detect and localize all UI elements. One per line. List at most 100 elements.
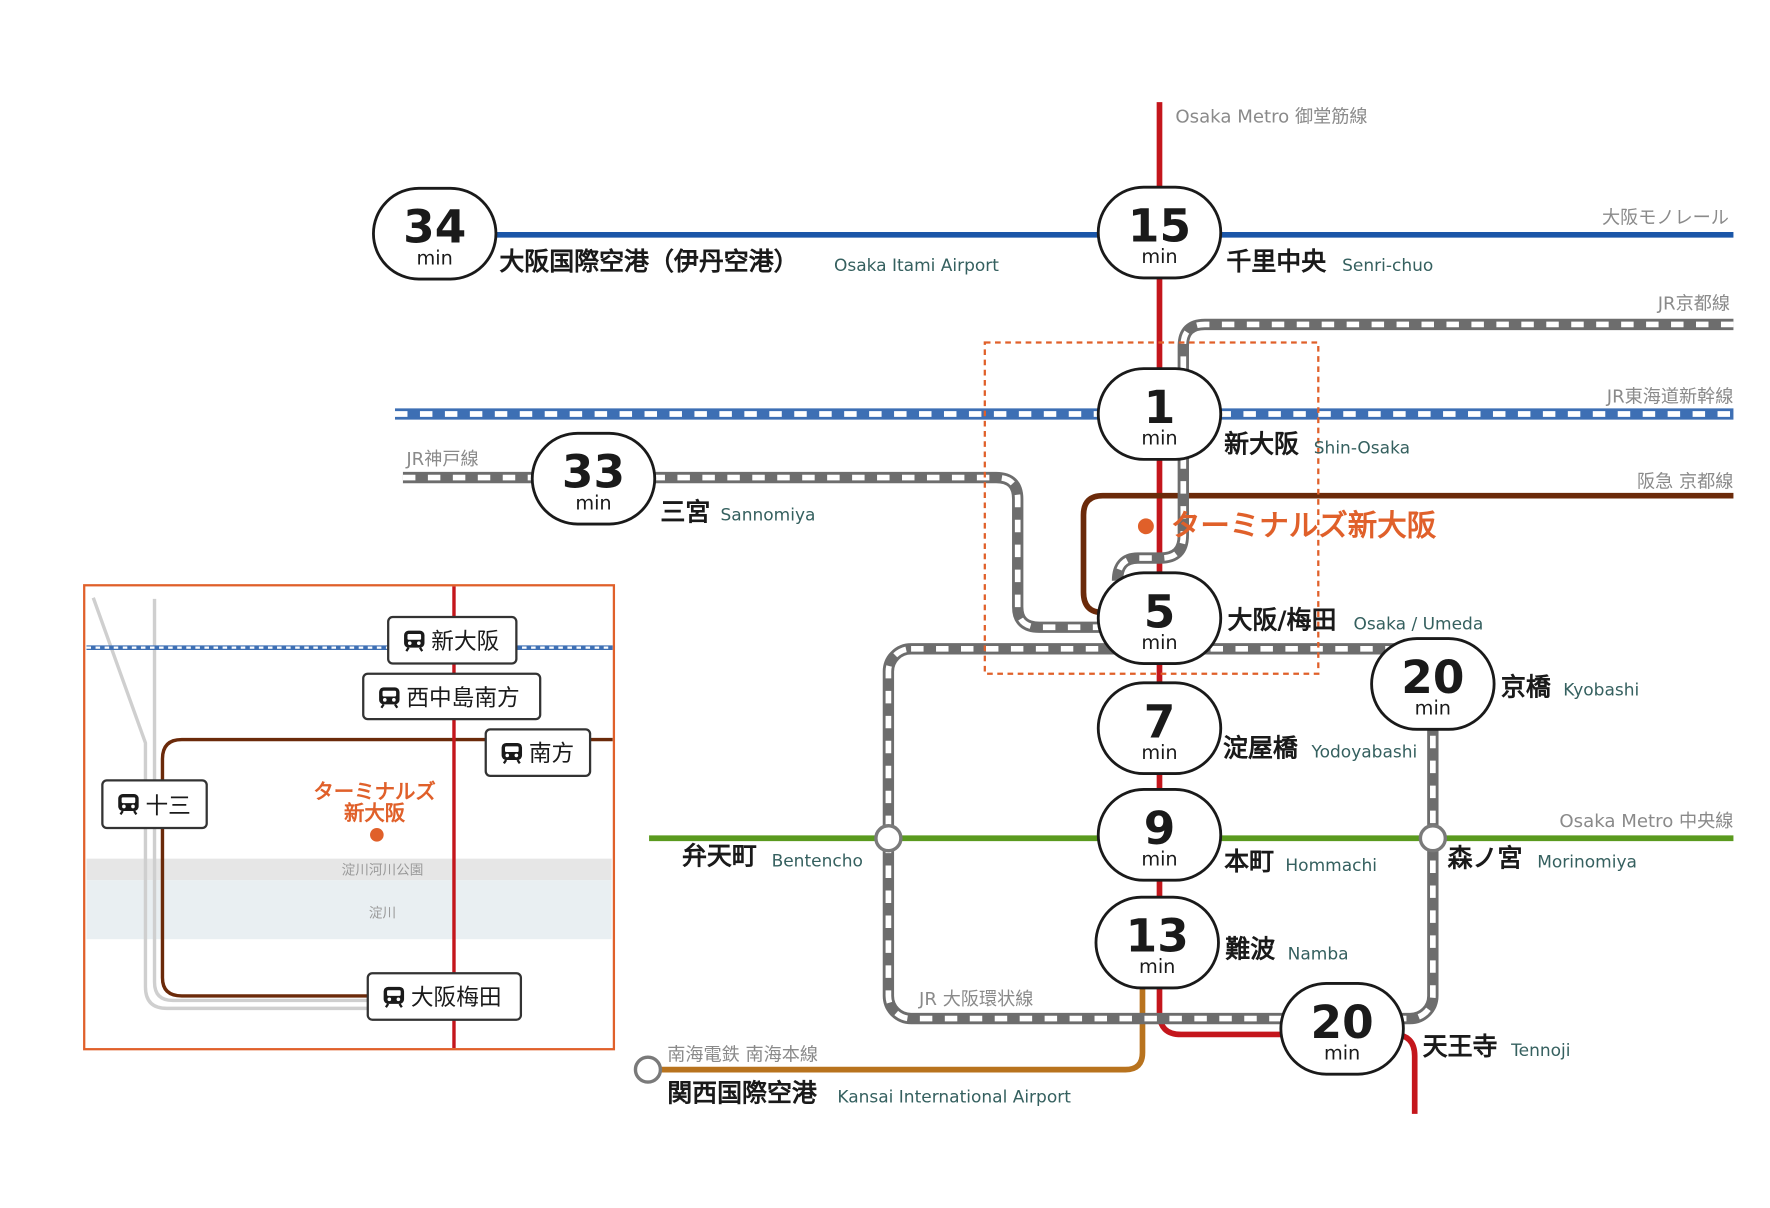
- inset-station-box: [387, 615, 518, 665]
- jr-kobe-line-dash: [402, 474, 1135, 631]
- inset-station-name: 大阪梅田: [411, 985, 502, 1011]
- station-tennoji-name-ja: 天王寺: [1423, 1032, 1498, 1061]
- station-bentencho-name-ja: 弁天町: [682, 841, 757, 870]
- badge-minutes: 7: [1144, 695, 1176, 748]
- station-shin-osaka-name-ja: 新大阪: [1224, 430, 1299, 459]
- inset-station-box: [101, 779, 208, 830]
- station-hommachi-name-en: Hommachi: [1285, 856, 1377, 876]
- inset-station-box: [362, 672, 542, 721]
- inset-terminals-label-line2: 新大阪: [344, 801, 406, 825]
- loop-line-label: JR 大阪環状線: [918, 989, 1033, 1010]
- badge-tennoji: 20 min: [1279, 981, 1405, 1076]
- inset-station-minamikata: 南方: [484, 728, 592, 777]
- terminals-location-dot: [1137, 518, 1154, 535]
- badge-frame: [1096, 681, 1223, 775]
- badge-unit: min: [1415, 697, 1451, 720]
- inset-park-label: 淀川河川公園: [342, 863, 424, 879]
- badge-frame: [1096, 788, 1223, 882]
- badge-yodoyabashi: 7 min: [1096, 681, 1223, 775]
- badge-frame: [1096, 571, 1223, 665]
- station-morinomiya-name-ja: 森ノ宮: [1448, 844, 1523, 873]
- inset-park-band: [86, 858, 612, 881]
- badge-itami: 34 min: [372, 186, 498, 281]
- inset-hankyu-line: [160, 737, 613, 998]
- terminals-area-outline: [983, 341, 1320, 675]
- shinkansen-line-label: JR東海道新幹線: [1606, 387, 1734, 408]
- badge-sannomiya: 33 min: [530, 431, 657, 526]
- hankyu-kyoto-line-label: 阪急 京都線: [1637, 472, 1733, 493]
- badge-shin-osaka: 1 min: [1096, 367, 1223, 461]
- station-kyobashi-name-ja: 京橋: [1501, 672, 1552, 701]
- nankai-line: [660, 986, 1146, 1073]
- station-yodoyabashi-name-ja: 淀屋橋: [1223, 734, 1299, 763]
- station-senri-chuo-name-en: Senri-chuo: [1342, 256, 1433, 276]
- badge-minutes: 5: [1144, 585, 1176, 638]
- jr-kyoto-line: [1111, 318, 1734, 582]
- badge-kyobashi: 20 min: [1370, 637, 1496, 731]
- badge-minutes: 34: [403, 201, 466, 254]
- station-kansai-airport-marker: [633, 1055, 663, 1084]
- badge-unit: min: [1141, 427, 1177, 450]
- badge-minutes: 13: [1126, 910, 1189, 963]
- inset-terminals-dot: [370, 828, 384, 842]
- badge-minutes: 1: [1144, 381, 1176, 434]
- station-shin-osaka-name-en: Shin-Osaka: [1314, 439, 1410, 459]
- station-yodoyabashi-name-en: Yodoyabashi: [1310, 743, 1417, 763]
- inset-terminals-label-line1: ターミナルズ: [313, 780, 435, 804]
- badge-frame: [1370, 637, 1496, 731]
- station-kyobashi-name-en: Kyobashi: [1563, 680, 1639, 700]
- badge-minutes: 20: [1311, 996, 1374, 1049]
- inset-station-nishinakajima-minamigata: 西中島南方: [362, 672, 542, 721]
- badge-frame: [1279, 981, 1405, 1076]
- hankyu-kyoto-line: [1080, 492, 1734, 616]
- jr-kyoto-line-label: JR京都線: [1657, 294, 1730, 315]
- inset-jr-line-b: [152, 598, 375, 1003]
- inset-station-shin-osaka: 新大阪: [387, 615, 518, 665]
- jr-kobe-line-label: JR神戸線: [405, 449, 478, 470]
- station-kansai-airport-name-en: Kansai International Airport: [837, 1088, 1071, 1108]
- badge-unit: min: [1139, 955, 1175, 978]
- badge-minutes: 9: [1144, 802, 1176, 855]
- station-morinomiya-marker: [1418, 824, 1448, 853]
- badge-senri-chuo: 15 min: [1096, 185, 1223, 280]
- station-namba-name-en: Namba: [1288, 945, 1349, 965]
- inset-map: 淀川河川公園 淀川 ターミナルズ 新大阪 新大阪 西中島南方: [83, 584, 616, 1051]
- badge-unit: min: [1324, 1041, 1360, 1064]
- inset-jr-line-a: [91, 597, 375, 1011]
- badge-unit: min: [417, 246, 453, 269]
- inset-station-box: [366, 972, 523, 1021]
- badge-minutes: 15: [1128, 200, 1191, 253]
- jr-kyoto-line-dash: [1114, 321, 1734, 581]
- inset-river: [86, 880, 612, 940]
- inset-station-juso: 十三: [101, 779, 208, 830]
- station-bentencho-marker: [874, 824, 903, 853]
- badge-minutes: 33: [562, 446, 625, 499]
- badge-frame: [1094, 895, 1220, 990]
- monorail-line-label: 大阪モノレール: [1602, 207, 1729, 228]
- nankai-line-label: 南海電鉄 南海本線: [667, 1045, 818, 1066]
- station-morinomiya-name-en: Morinomiya: [1537, 853, 1637, 873]
- station-osaka-umeda-name-en: Osaka / Umeda: [1353, 615, 1483, 635]
- badge-frame: [372, 186, 498, 281]
- inset-station-name: 十三: [145, 793, 190, 819]
- badge-namba: 13 min: [1094, 895, 1220, 990]
- station-hommachi-name-ja: 本町: [1224, 847, 1274, 876]
- station-sannomiya-name-ja: 三宮: [660, 498, 710, 527]
- station-sannomiya-name-en: Sannomiya: [721, 506, 816, 526]
- station-tennoji-name-en: Tennoji: [1510, 1041, 1570, 1061]
- jr-kobe-line: [402, 471, 1135, 633]
- badge-unit: min: [1141, 631, 1177, 654]
- badge-unit: min: [575, 491, 611, 514]
- badge-hommachi: 9 min: [1096, 788, 1223, 882]
- badge-unit: min: [1141, 741, 1177, 764]
- badge-unit: min: [1141, 245, 1177, 268]
- badge-unit: min: [1141, 847, 1177, 870]
- inset-station-box: [484, 728, 592, 777]
- inset-station-name: 南方: [529, 741, 574, 767]
- station-senri-chuo-name-ja: 千里中央: [1226, 247, 1327, 276]
- station-namba-name-ja: 難波: [1225, 934, 1276, 963]
- badge-frame: [1096, 185, 1223, 280]
- midosuji-line-label: Osaka Metro 御堂筋線: [1175, 107, 1367, 128]
- station-osaka-umeda-name-ja: 大阪/梅田: [1228, 605, 1337, 634]
